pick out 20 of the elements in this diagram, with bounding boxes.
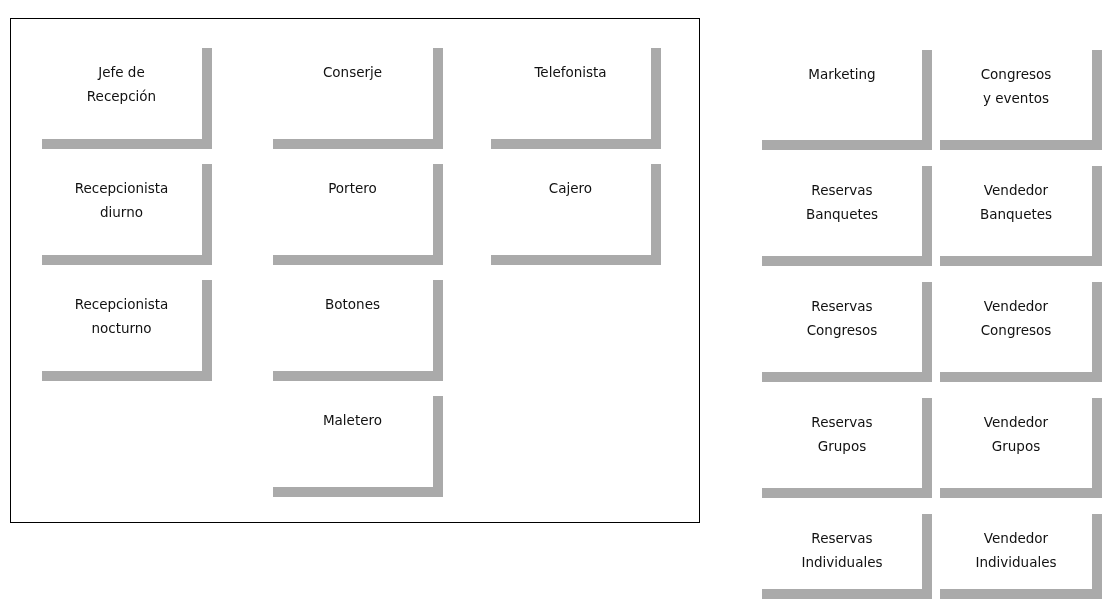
position-title: Reservas Grupos <box>810 413 874 456</box>
position-title: Reservas Congresos <box>805 297 879 340</box>
position-title: Vendedor Banquetes <box>978 181 1054 224</box>
position-title: Vendedor Congresos <box>979 297 1053 340</box>
position-title: Portero <box>327 178 378 198</box>
position-title: Cajero <box>547 178 594 198</box>
position-title: Recepcionista diurno <box>73 178 170 222</box>
position-title: Reservas Banquetes <box>804 181 880 224</box>
position-title: Reservas Individuales <box>800 529 884 572</box>
position-title: Jefe de Recepción <box>85 62 158 106</box>
position-title: Congresos y eventos <box>979 65 1053 108</box>
position-title: Recepcionista nocturno <box>73 294 170 338</box>
frame-box <box>10 18 700 523</box>
position-title: Telefonista <box>533 62 608 82</box>
position-title: Maletero <box>321 410 384 430</box>
position-title: Vendedor Individuales <box>974 529 1058 572</box>
position-title: Vendedor Grupos <box>982 413 1050 456</box>
position-title: Botones <box>324 294 381 314</box>
position-title: Marketing <box>807 65 877 84</box>
position-title: Conserje <box>321 62 384 82</box>
